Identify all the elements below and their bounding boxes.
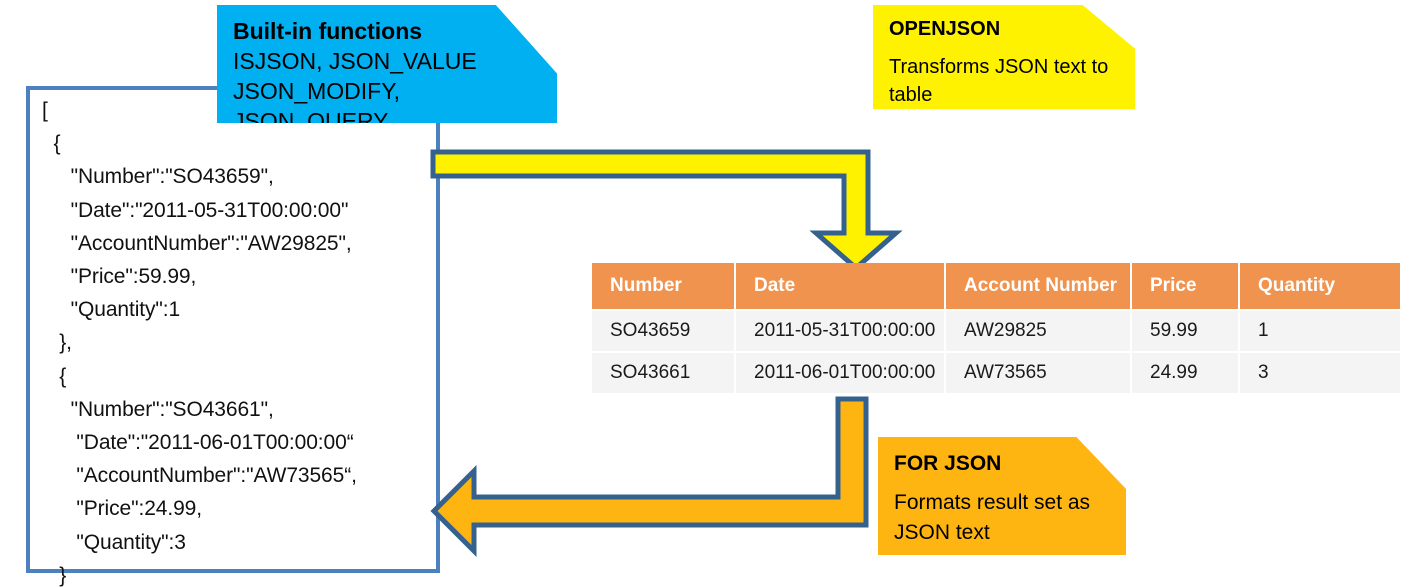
callout-for-json: FOR JSON Formats result set as JSON text — [878, 437, 1126, 555]
column-header-date: Date — [735, 263, 946, 310]
json-source-box: [ { "Number":"SO43659", "Date":"2011-05-… — [26, 86, 440, 587]
cell-account-number: AW29825 — [945, 309, 1132, 352]
column-header-number: Number — [592, 263, 736, 310]
cell-date: 2011-05-31T00:00:00 — [735, 309, 946, 352]
cell-date: 2011-06-01T00:00:00 — [735, 351, 946, 393]
callout-openjson: OPENJSON Transforms JSON text to table — [873, 5, 1135, 109]
json-source-text: [ { "Number":"SO43659", "Date":"2011-05-… — [42, 99, 357, 587]
callout-body: Formats result set as JSON text — [894, 491, 1091, 544]
table-row: SO43661 2011-06-01T00:00:00 AW73565 24.9… — [592, 351, 1400, 393]
callout-built-in-functions: Built-in functions ISJSON, JSON_VALUE JS… — [217, 5, 557, 123]
callout-title: Built-in functions — [233, 18, 423, 44]
cell-account-number: AW73565 — [945, 351, 1132, 393]
forjson-elbow-arrow-left — [430, 396, 869, 558]
table-header-row: Number Date Account Number Price Quantit… — [592, 263, 1400, 310]
column-header-price: Price — [1131, 263, 1240, 310]
column-header-quantity: Quantity — [1239, 263, 1400, 310]
cell-price: 24.99 — [1131, 351, 1240, 393]
callout-body: Transforms JSON text to table — [889, 56, 1109, 106]
cell-price: 59.99 — [1131, 309, 1240, 352]
callout-body: ISJSON, JSON_VALUE JSON_MODIFY, JSON_QUE… — [233, 48, 477, 134]
column-header-account-number: Account Number — [945, 263, 1132, 310]
cell-quantity: 3 — [1239, 351, 1400, 393]
openjson-elbow-arrow-down — [430, 149, 903, 272]
cell-number: SO43661 — [592, 351, 736, 393]
callout-title: FOR JSON — [894, 452, 1002, 475]
result-table: Number Date Account Number Price Quantit… — [592, 263, 1400, 393]
table-row: SO43659 2011-05-31T00:00:00 AW29825 59.9… — [592, 309, 1400, 352]
cell-quantity: 1 — [1239, 309, 1400, 352]
callout-title: OPENJSON — [889, 18, 1001, 40]
cell-number: SO43659 — [592, 309, 736, 352]
